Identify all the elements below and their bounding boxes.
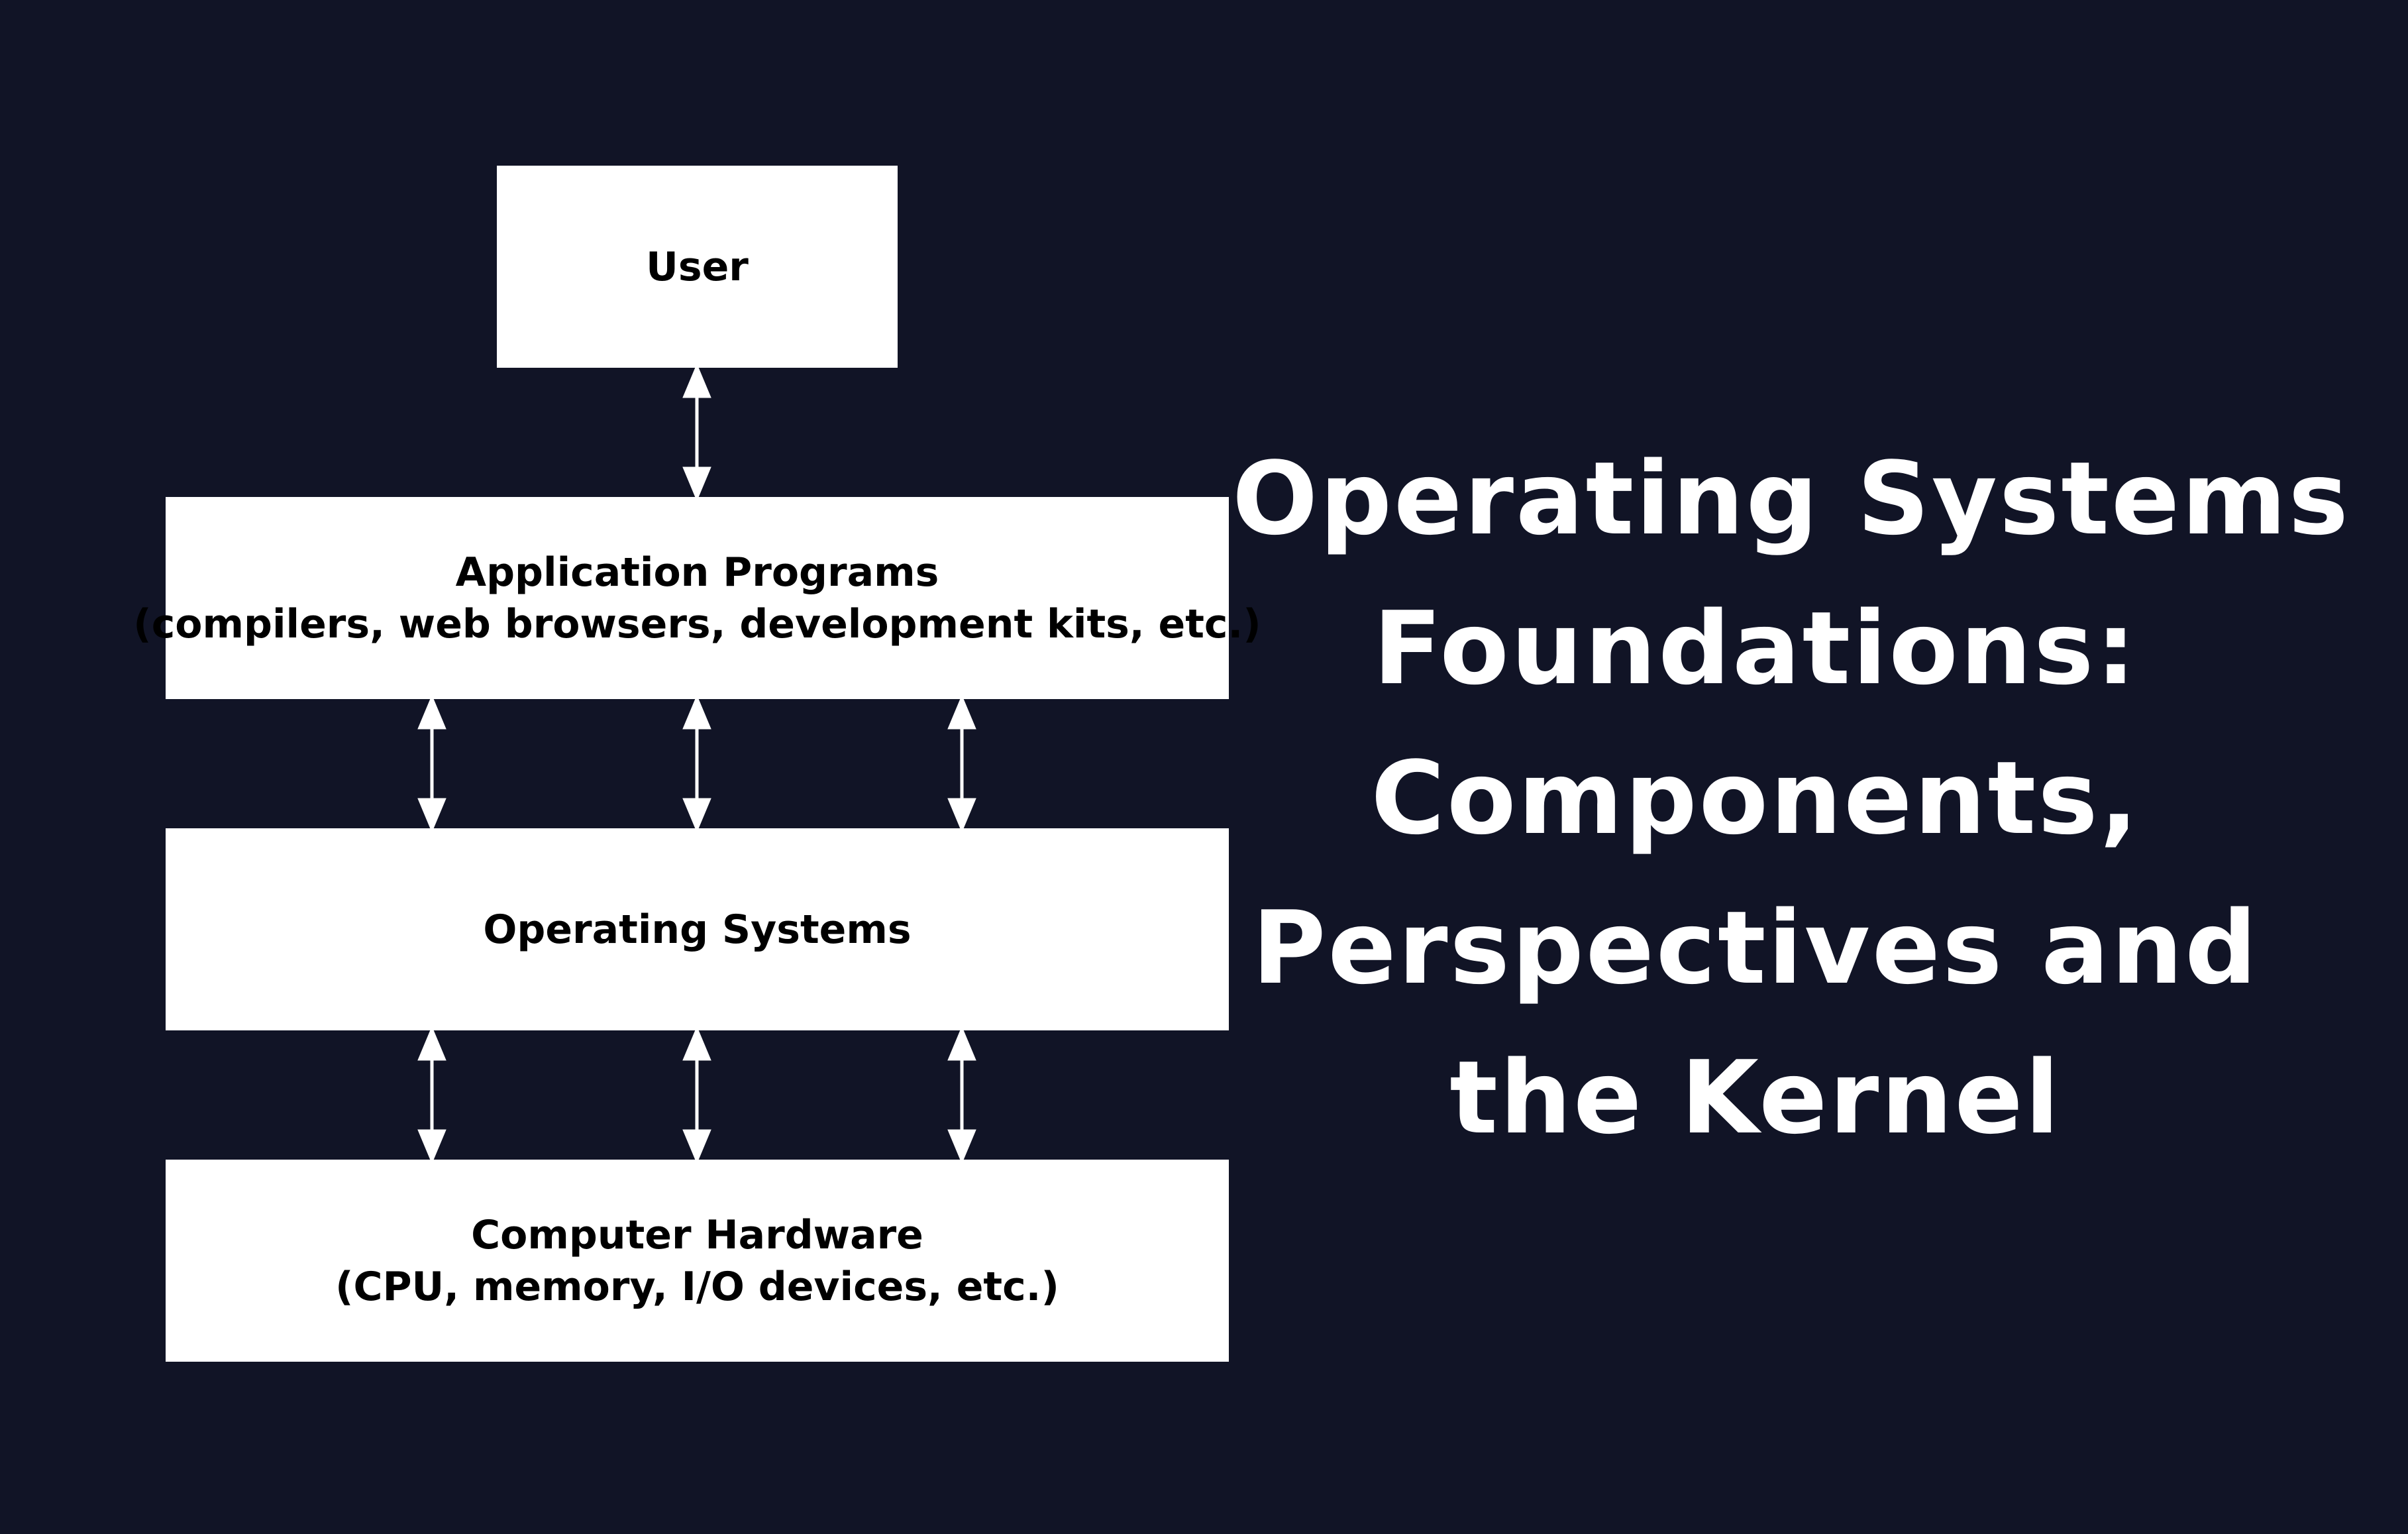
computer-hardware-box: Computer Hardware (CPU, memory, I/O devi… [166, 1160, 1229, 1362]
arrow-apps-os-center [682, 694, 711, 833]
page-title: Operating Systems Foundations: Component… [1232, 424, 2350, 1173]
arrow-apps-os-right [947, 694, 976, 833]
computer-hardware-sublabel: (CPU, memory, I/O devices, etc.) [335, 1263, 1059, 1310]
arrow-os-hardware-right [947, 1026, 976, 1164]
title-line-2: Foundations: [1373, 590, 2138, 707]
title-line-1: Operating Systems [1232, 440, 2350, 557]
user-box-label: User [646, 243, 749, 290]
arrow-user-apps [682, 363, 711, 502]
application-programs-sublabel: (compilers, web browsers, development ki… [133, 600, 1261, 647]
title-line-4: Perspectives and [1252, 889, 2259, 1007]
title-line-3: Components, [1371, 740, 2140, 857]
operating-systems-box: Operating Systems [166, 828, 1229, 1030]
operating-systems-label: Operating Systems [483, 906, 912, 953]
application-programs-label: Application Programs [455, 549, 939, 596]
arrow-apps-os-left [417, 694, 446, 833]
arrow-os-hardware-center [682, 1026, 711, 1164]
title-line-5: the Kernel [1449, 1039, 2062, 1156]
user-box: User [497, 166, 898, 368]
application-programs-box: Application Programs (compilers, web bro… [133, 497, 1261, 699]
arrow-os-hardware-left [417, 1026, 446, 1164]
computer-hardware-label: Computer Hardware [471, 1211, 923, 1258]
